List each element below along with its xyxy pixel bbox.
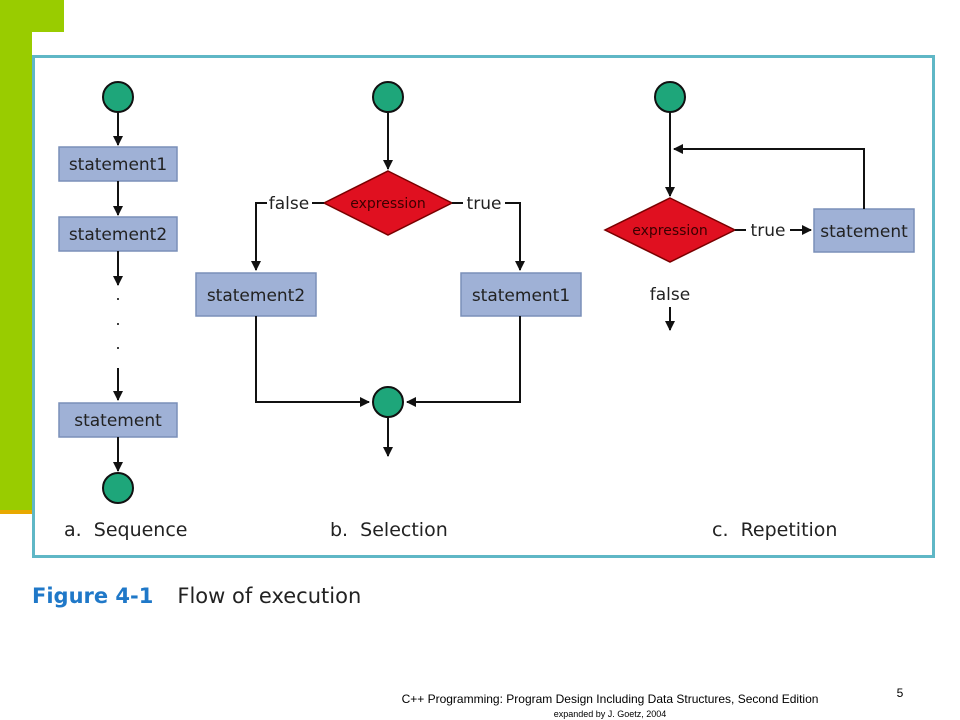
sequence-statement-1: statement1 [69, 155, 167, 175]
accent-bar [0, 32, 32, 510]
repetition-caption: c. Repetition [712, 519, 837, 541]
repetition-decision-diamond [603, 197, 737, 263]
sequence-ellipsis-dot: · [115, 288, 121, 308]
sequence-statement-box-2 [58, 216, 178, 252]
selection-true-label: true [467, 194, 502, 214]
repetition-start-terminal [654, 81, 686, 113]
slide-number: 5 [896, 686, 904, 700]
selection-decision-diamond [322, 170, 454, 236]
sequence-flowchart: statement1 statement2 · · · statement a.… [58, 81, 187, 541]
footer-book-title: C++ Programming: Program Design Includin… [401, 692, 819, 706]
sequence-start-terminal [102, 81, 134, 113]
repetition-loop-connector [673, 144, 865, 209]
selection-merge-connector [406, 316, 521, 407]
selection-join-terminal [372, 386, 404, 418]
footer-subtitle: expanded by J. Goetz, 2004 [553, 709, 667, 719]
accent-block [0, 0, 64, 32]
repetition-true-label: true [751, 221, 786, 241]
selection-true-statement: statement1 [472, 286, 570, 306]
selection-false-statement-box [195, 272, 317, 317]
sequence-statement-box-1 [58, 146, 178, 182]
sequence-statement-box-3 [58, 402, 178, 438]
accent-bar-shadow [0, 510, 32, 514]
sequence-caption: a. Sequence [64, 519, 187, 541]
selection-merge-connector [255, 316, 370, 407]
sequence-ellipsis-dot: · [115, 337, 121, 357]
repetition-statement: statement [820, 222, 908, 242]
selection-false-statement: statement2 [207, 286, 305, 306]
repetition-false-label: false [650, 285, 690, 305]
selection-false-connector [251, 202, 267, 271]
sequence-ellipsis-dot: · [115, 313, 121, 333]
selection-caption: b. Selection [330, 519, 448, 541]
selection-start-terminal [372, 81, 404, 113]
sequence-statement-2: statement2 [69, 225, 167, 245]
sequence-end-terminal [102, 472, 134, 504]
figure-title: Flow of execution [177, 584, 362, 608]
selection-false-label: false [269, 194, 309, 214]
selection-flowchart: expression false true statement2 stateme… [195, 81, 582, 541]
selection-condition: expression [350, 196, 426, 212]
figure-label: Figure 4-1 [32, 584, 154, 608]
selection-true-statement-box [460, 272, 582, 317]
selection-true-connector [505, 202, 525, 271]
sequence-statement-3: statement [74, 411, 162, 431]
repetition-flowchart: expression true statement false c. Repet… [603, 81, 915, 541]
figure-caption: Figure 4-1 Flow of execution [32, 581, 361, 611]
repetition-condition: expression [632, 223, 708, 239]
